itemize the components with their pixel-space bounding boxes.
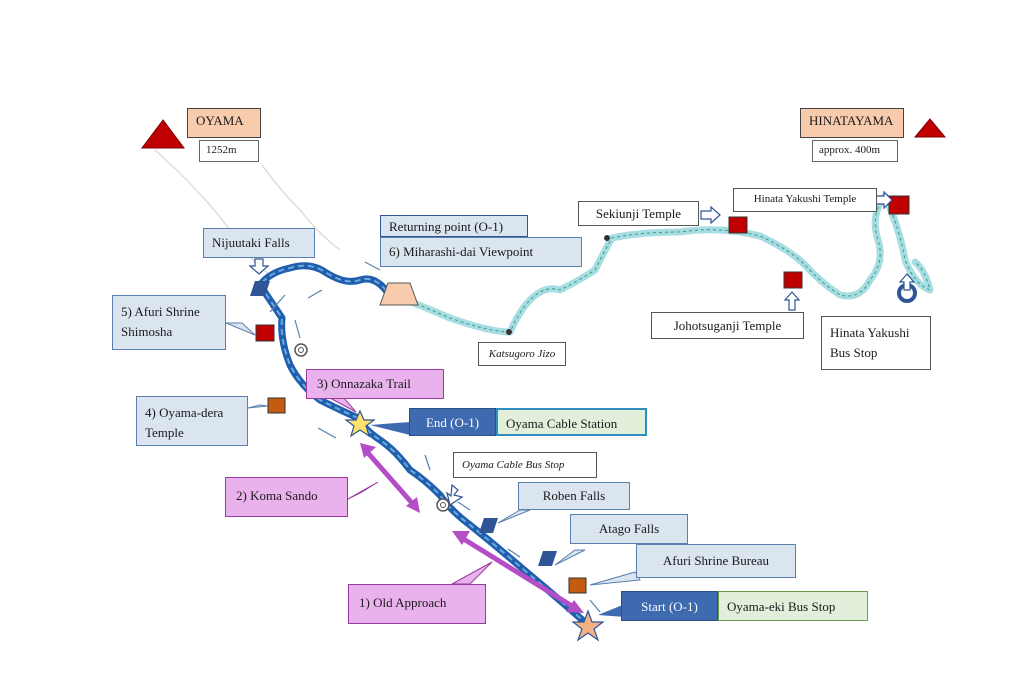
end-tag: End (O-1) xyxy=(409,408,496,436)
oyamadera-label: 4) Oyama-dera Temple xyxy=(136,396,248,446)
main-trail-highlight xyxy=(258,264,589,626)
afuri-shimosha-label: 5) Afuri Shrine Shimosha xyxy=(112,295,226,350)
nijuutaki-falls-label: Nijuutaki Falls xyxy=(203,228,315,258)
direction-arrows xyxy=(269,261,601,613)
afuri-bureau-marker xyxy=(568,577,587,594)
secondary-trail-edge xyxy=(387,195,931,333)
oyamadera-marker xyxy=(267,397,286,414)
koma-sando-arrow xyxy=(360,443,420,513)
cable-bus-stop-icon xyxy=(436,498,450,512)
roben-falls-label: Roben Falls xyxy=(518,482,630,510)
hinata-temple-marker xyxy=(888,195,910,215)
onnazaka-trail-label: 3) Onnazaka Trail xyxy=(306,369,444,399)
hinata-yakushi-temple-label: Hinata Yakushi Temple xyxy=(733,188,877,212)
sekiunji-marker xyxy=(728,216,748,234)
onnazaka-station-icon xyxy=(294,343,308,357)
miharashi-viewpoint-label: 6) Miharashi-dai Viewpoint xyxy=(380,237,582,267)
katsugoro-point xyxy=(506,329,512,335)
afuri-bureau-label: Afuri Shrine Bureau xyxy=(636,544,796,578)
viewpoint-marker xyxy=(379,282,419,306)
johotsuganji-temple-label: Johotsuganji Temple xyxy=(651,312,804,339)
hinatayama-elevation: approx. 400m xyxy=(812,140,898,162)
hinata-bus-stop-label: Hinata Yakushi Bus Stop xyxy=(821,316,931,370)
cable-bus-stop-label: Oyama Cable Bus Stop xyxy=(453,452,597,478)
hinatayama-peak-icon xyxy=(913,118,947,138)
end-station-label: Oyama Cable Station xyxy=(496,408,647,436)
roben-falls-marker xyxy=(479,518,498,533)
old-approach-label: 1) Old Approach xyxy=(348,584,486,624)
afuri-shimosha-marker xyxy=(255,324,275,342)
pointer-arrows xyxy=(248,190,916,506)
returning-point-tag: Returning point (O-1) xyxy=(380,215,528,237)
end-star-icon xyxy=(344,409,376,438)
ridge-line xyxy=(261,164,341,251)
johotsuganji-marker xyxy=(783,271,803,289)
oyama-peak-icon xyxy=(141,119,185,149)
callout-tails xyxy=(225,322,641,617)
sekiunji-point xyxy=(604,235,610,241)
sekiunji-temple-label: Sekiunji Temple xyxy=(578,201,699,226)
start-tag: Start (O-1) xyxy=(621,591,718,621)
atago-falls-marker xyxy=(538,551,557,566)
old-approach-arrow xyxy=(452,531,584,613)
oyama-elevation: 1252m xyxy=(199,140,259,162)
atago-falls-label: Atago Falls xyxy=(570,514,688,544)
main-trail xyxy=(256,262,592,629)
nijuutaki-falls-marker xyxy=(250,281,270,296)
oyama-peak-label: OYAMA xyxy=(187,108,261,138)
koma-sando-label: 2) Koma Sando xyxy=(225,477,348,517)
hinatayama-peak-label: HINATAYAMA xyxy=(800,108,904,138)
start-station-label: Oyama-eki Bus Stop xyxy=(718,591,868,621)
katsugoro-jizo-label: Katsugoro Jizo xyxy=(478,342,566,366)
start-star-icon xyxy=(571,609,605,642)
